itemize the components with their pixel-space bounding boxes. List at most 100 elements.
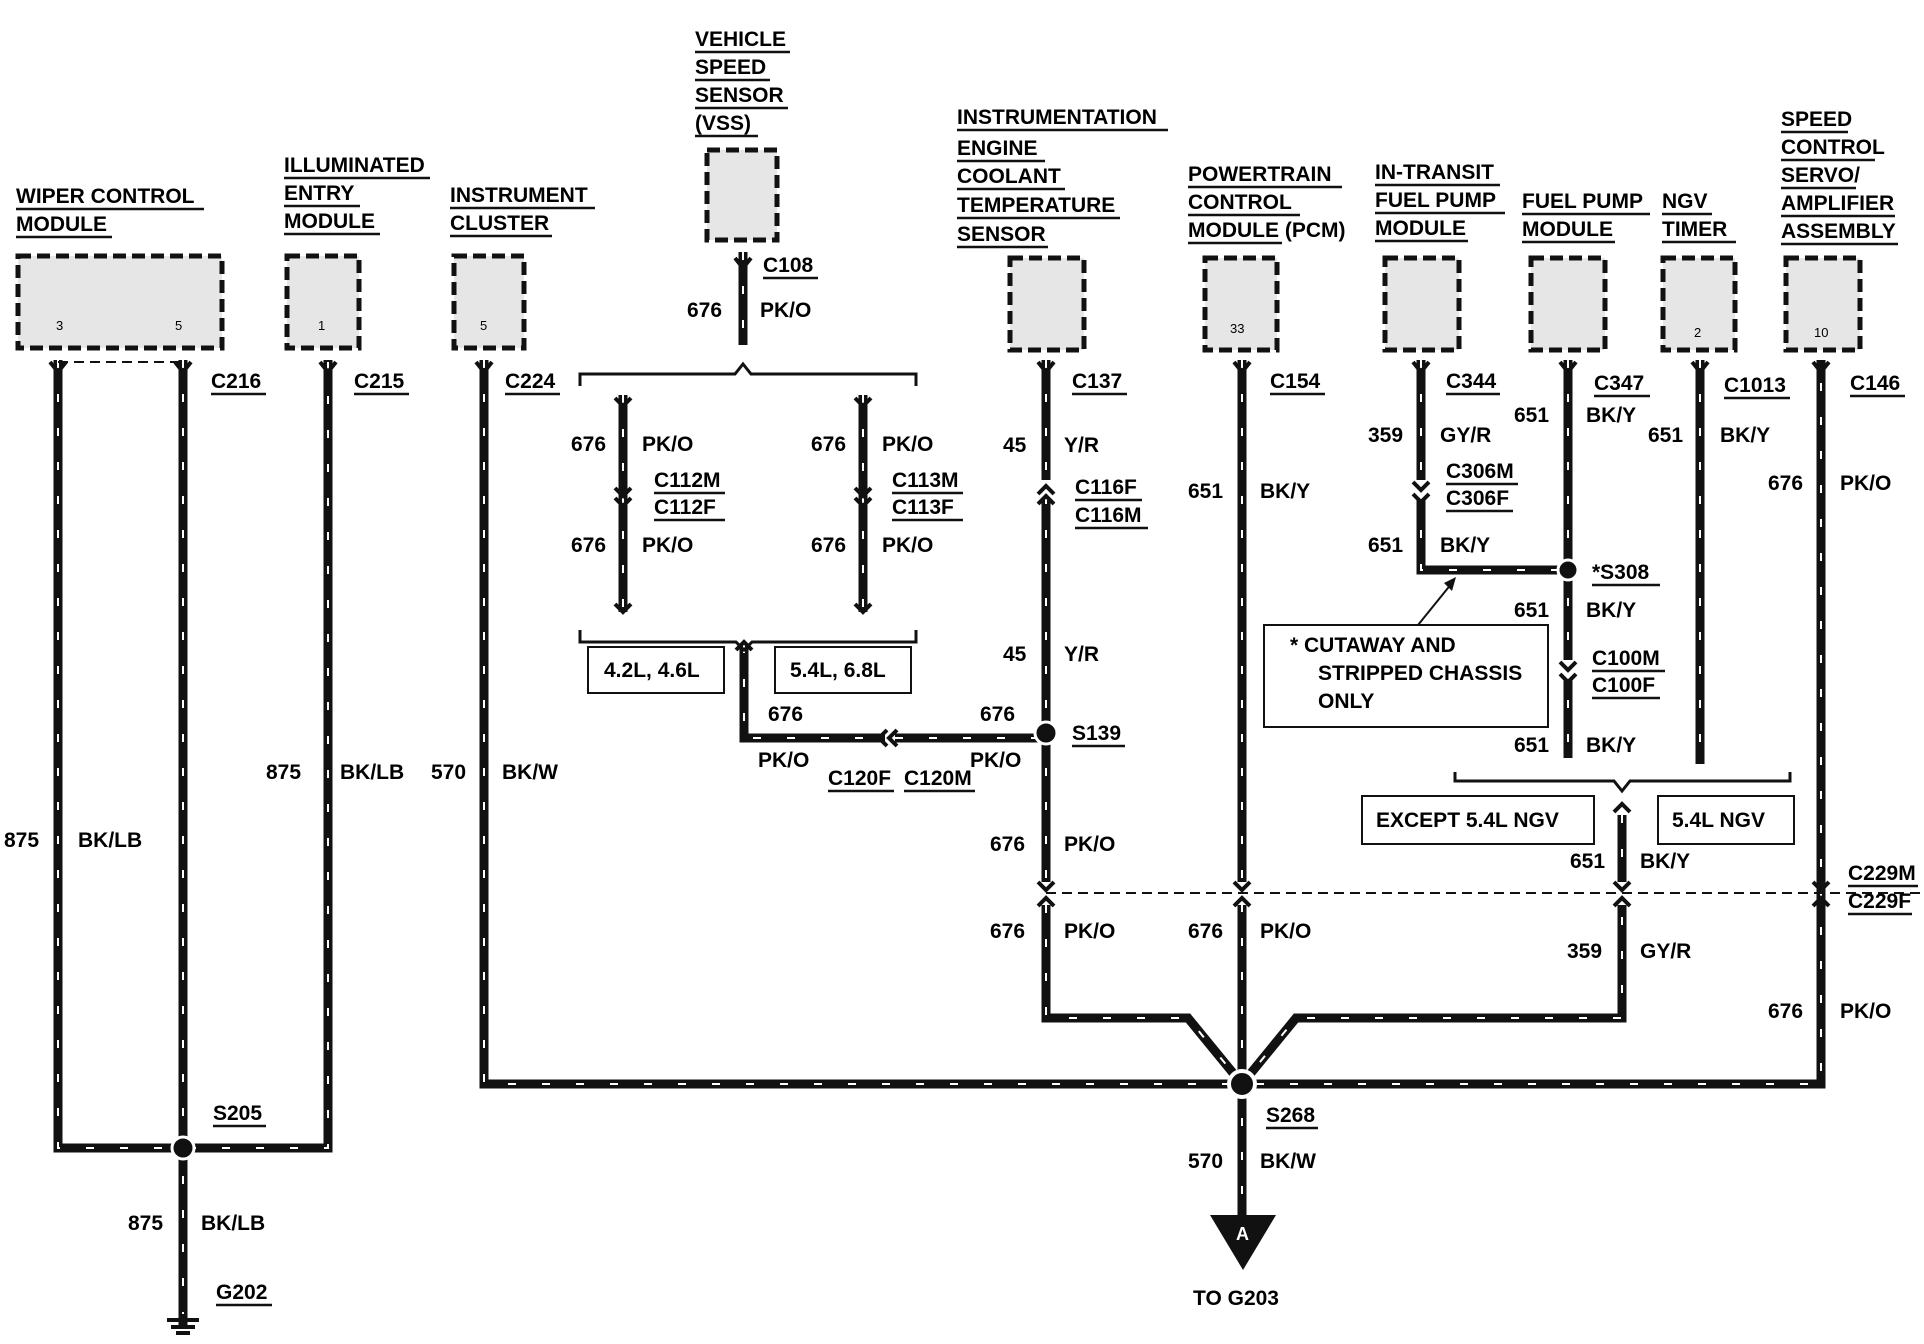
wire-num: 676 (1188, 920, 1223, 943)
wire-num: 676 (768, 703, 803, 726)
option-box-engine-a: 4.2L, 4.6L (587, 646, 725, 694)
s308-label: *S308 (1592, 561, 1650, 584)
wire-num: 651 (1648, 424, 1683, 447)
wire-num: 45 (1003, 643, 1027, 666)
pcm-pin-33: 33 (1230, 321, 1244, 336)
iect-title-5: SENSOR (957, 223, 1046, 246)
intransit-title-3: MODULE (1375, 217, 1466, 240)
wire-color: Y/R (1064, 434, 1099, 457)
servo-title-1: SPEED (1781, 108, 1852, 131)
wire-color: GY/R (1440, 424, 1491, 447)
wiper-pin-5: 5 (175, 318, 182, 333)
c137-label: C137 (1072, 370, 1122, 393)
illum-title-3: MODULE (284, 210, 375, 233)
option-brackets (578, 361, 1792, 794)
wiper-title-1: WIPER CONTROL (16, 185, 195, 208)
iect-title-1: INSTRUMENTATION (957, 106, 1157, 129)
s205-label: S205 (213, 1102, 262, 1125)
servo-title-2: CONTROL (1781, 136, 1885, 159)
c306f-label: C306F (1446, 487, 1509, 510)
wire-color: BK/Y (1640, 850, 1690, 873)
powertrain-control-module: POWERTRAIN CONTROL MODULE (PCM) 33 (1188, 163, 1345, 353)
servo-title-5: ASSEMBLY (1781, 220, 1896, 243)
instrument-cluster: INSTRUMENT CLUSTER 5 (450, 184, 595, 351)
servo-pin-10: 10 (1814, 325, 1828, 340)
wire-num: 875 (266, 761, 301, 784)
c224-label: C224 (505, 370, 556, 393)
ground-arrow-a: A TO G203 (1193, 1215, 1279, 1310)
splice-s139 (1033, 720, 1059, 746)
illum-title-2: ENTRY (284, 182, 354, 205)
wire-color: BK/W (1260, 1150, 1316, 1173)
wire-num: 676 (1768, 472, 1803, 495)
note-line-1: * CUTAWAY AND (1290, 634, 1456, 657)
wire-color: PK/O (642, 534, 693, 557)
wire-num: 676 (990, 833, 1025, 856)
wire-num: 676 (990, 920, 1025, 943)
cluster-pin-5: 5 (480, 318, 487, 333)
wire-color: PK/O (1064, 920, 1115, 943)
wire-color: PK/O (1260, 920, 1311, 943)
wire-labels: 875 BK/LB 875 BK/LB 875 BK/LB 570 BK/W 6… (4, 299, 1891, 1235)
ngv-title-1: NGV (1662, 190, 1708, 213)
wire-color: BK/Y (1586, 404, 1636, 427)
option-box-engine-b: 5.4L, 6.8L (774, 646, 912, 694)
wire-num: 676 (1768, 1000, 1803, 1023)
in-transit-fuel-pump-module: IN-TRANSIT FUEL PUMP MODULE (1375, 161, 1505, 353)
note-cutaway: * CUTAWAY AND STRIPPED CHASSIS ONLY (1263, 577, 1549, 728)
c306m-label: C306M (1446, 460, 1514, 483)
illum-pin-1: 1 (318, 318, 325, 333)
wire-color: BK/Y (1586, 599, 1636, 622)
cluster-title-2: CLUSTER (450, 212, 549, 235)
wire-color: PK/O (1840, 1000, 1891, 1023)
option-box-ngv: 5.4L NGV (1657, 795, 1795, 845)
c100f-label: C100F (1592, 674, 1655, 697)
fpm-title-2: MODULE (1522, 218, 1613, 241)
c229f-label: C229F (1848, 890, 1911, 913)
speed-control-servo: SPEED CONTROL SERVO/ AMPLIFIER ASSEMBLY … (1781, 108, 1898, 353)
wire-color: BK/LB (340, 761, 404, 784)
g202-label: G202 (216, 1281, 267, 1304)
wire-num: 651 (1368, 534, 1403, 557)
wire-num: 45 (1003, 434, 1027, 457)
illuminated-entry-module: ILLUMINATED ENTRY MODULE 1 (284, 154, 430, 351)
cluster-title-1: INSTRUMENT (450, 184, 588, 207)
note-line-2: STRIPPED CHASSIS (1318, 662, 1522, 685)
fpm-title-1: FUEL PUMP (1522, 190, 1643, 213)
arrow-letter: A (1236, 1224, 1249, 1244)
vss-title-4: (VSS) (695, 112, 751, 135)
wire-color: BK/LB (78, 829, 142, 852)
wire-color: BK/Y (1260, 480, 1310, 503)
option-box-except-ngv: EXCEPT 5.4L NGV (1361, 795, 1595, 845)
c112m-label: C112M (654, 469, 721, 492)
ngv-title-2: TIMER (1662, 218, 1727, 241)
splices (170, 558, 1580, 1161)
wire-color: PK/O (882, 433, 933, 456)
dashed-lines (58, 361, 1920, 894)
splice-s268 (1227, 1069, 1257, 1099)
iect-title-3: COOLANT (957, 165, 1061, 188)
wire-color: PK/O (882, 534, 933, 557)
fuel-pump-module: FUEL PUMP MODULE (1522, 190, 1650, 353)
c108-label: C108 (763, 254, 814, 277)
wire-color: BK/LB (201, 1212, 265, 1235)
wire-num: 676 (980, 703, 1015, 726)
pcm-title-2: CONTROL (1188, 191, 1292, 214)
intransit-title-2: FUEL PUMP (1375, 189, 1496, 212)
wire-color: BK/Y (1586, 734, 1636, 757)
wiper-control-module: WIPER CONTROL MODULE 3 5 (15, 185, 225, 351)
c120m-label: C120M (904, 767, 972, 790)
wiper-title-2: MODULE (16, 213, 107, 236)
wire-num: 676 (571, 433, 606, 456)
c116m-label: C116M (1075, 504, 1142, 527)
splice-s205 (170, 1135, 196, 1161)
wire-num: 676 (811, 433, 846, 456)
c112f-label: C112F (654, 496, 716, 519)
s139-label: S139 (1072, 722, 1121, 745)
s268-label: S268 (1266, 1104, 1315, 1127)
c215-label: C215 (354, 370, 405, 393)
wire-num: 676 (811, 534, 846, 557)
wire-num: 651 (1188, 480, 1223, 503)
ngv-pin-2: 2 (1694, 325, 1701, 340)
pcm-title-3: MODULE (PCM) (1188, 219, 1345, 242)
